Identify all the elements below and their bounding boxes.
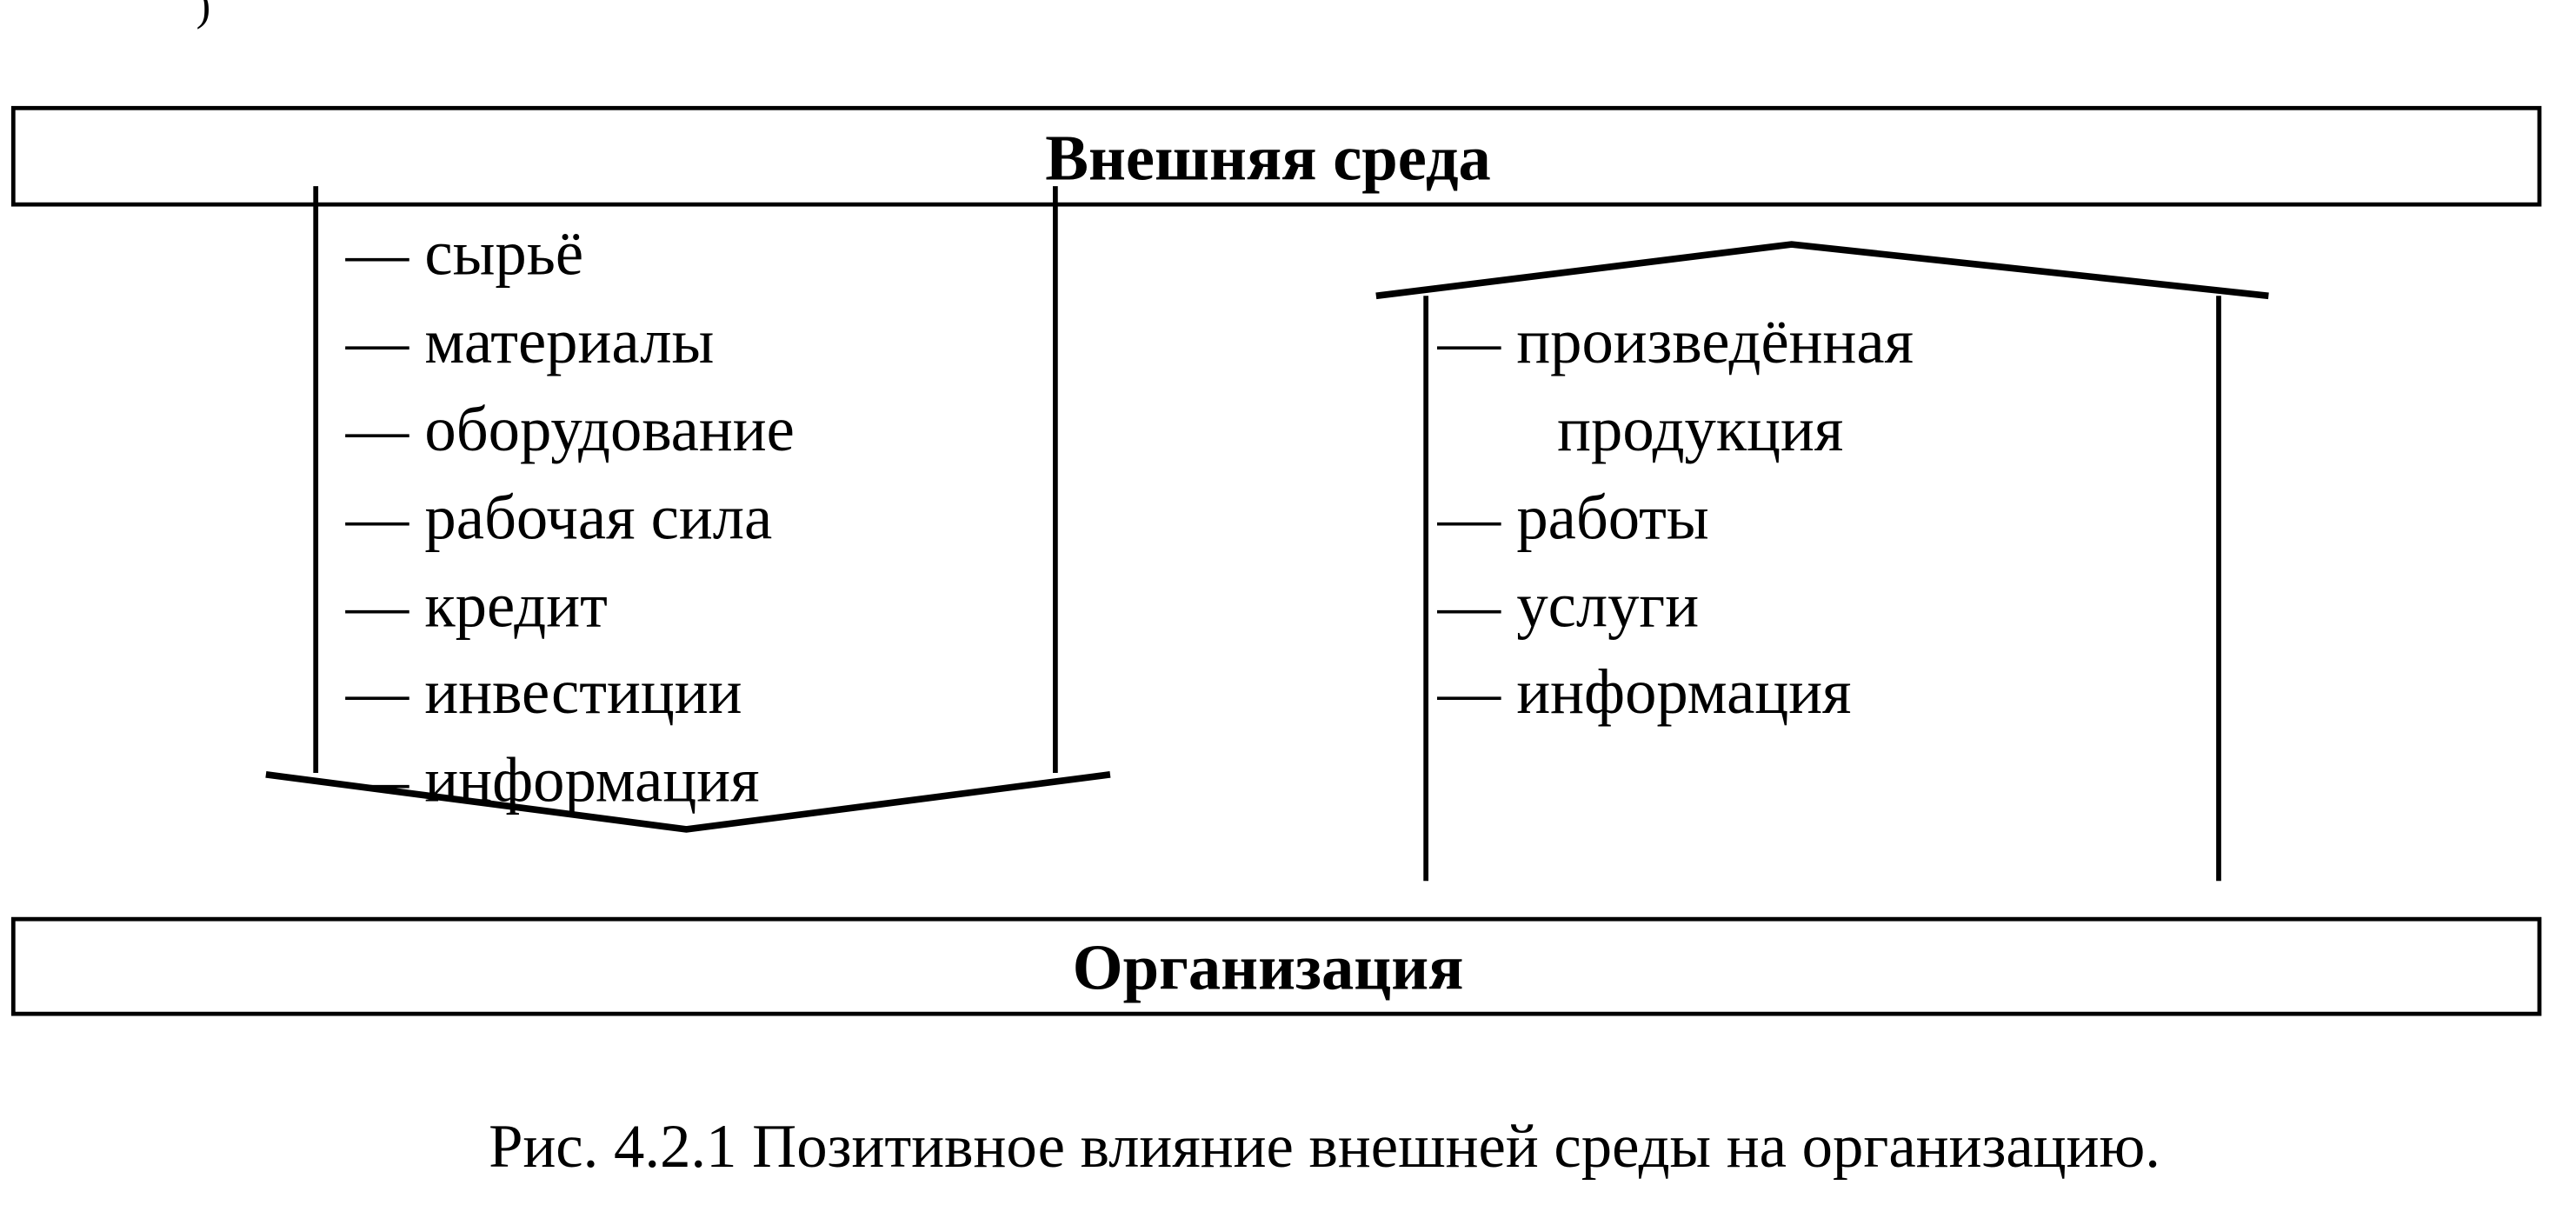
output-item: — услуги (1437, 570, 1700, 641)
input-item: — сырьё (345, 217, 583, 288)
output-item: — работы (1437, 482, 1709, 552)
inputs-arrow-head (265, 771, 1111, 833)
organization-frame (10, 916, 2542, 1016)
outputs-arrow: — произведённая продукция — работы — усл… (1375, 241, 2269, 882)
input-item: — кредит (345, 570, 608, 641)
organization-label: Организация (1073, 932, 1464, 1003)
input-item: — рабочая сила (345, 482, 773, 552)
output-item: — произведённая (1437, 306, 1914, 376)
corner-mark: ) (196, 0, 211, 30)
input-item: — оборудование (345, 394, 795, 464)
outputs-arrow-head (1375, 241, 2269, 300)
output-item: — информация (1437, 656, 1852, 727)
inputs-arrow: — сырьё — материалы — оборудование — раб… (265, 186, 1111, 833)
external-environment-label: Внешняя среда (1045, 123, 1491, 194)
input-item: — инвестиции (345, 656, 742, 727)
input-item: — материалы (345, 306, 715, 376)
figure-caption: Рис. 4.2.1 Позитивное влияние внешней ср… (489, 1113, 2160, 1181)
input-item: — информация (345, 744, 760, 815)
external-environment-box: Внешняя среда (10, 105, 2542, 207)
external-environment-frame (10, 105, 2542, 207)
output-item-continuation: продукция (1557, 394, 1843, 464)
organization-box: Организация (10, 916, 2542, 1016)
